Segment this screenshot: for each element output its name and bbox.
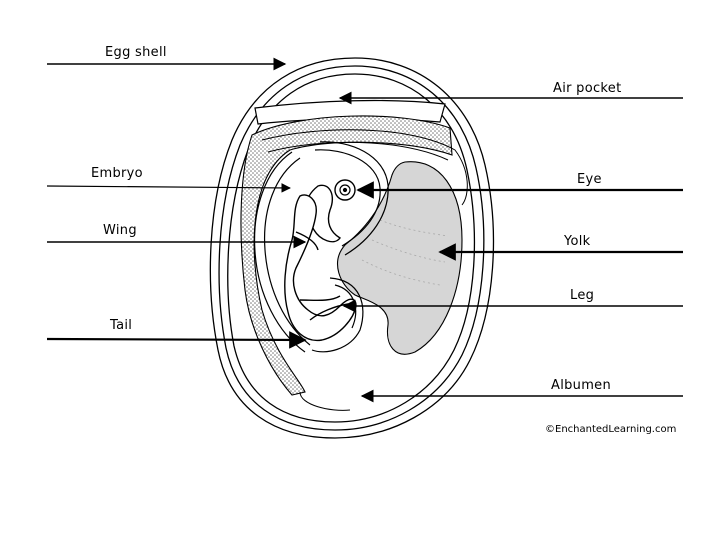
label-egg-shell: Egg shell xyxy=(105,45,167,60)
credit-text: ©EnchantedLearning.com xyxy=(545,424,677,435)
label-wing: Wing xyxy=(103,223,137,238)
albumen-lines xyxy=(261,129,468,411)
label-leg: Leg xyxy=(570,288,595,303)
label-embryo: Embryo xyxy=(91,166,143,181)
leader-embryo xyxy=(46,183,291,193)
embryo xyxy=(284,184,357,342)
label-air-pocket: Air pocket xyxy=(553,81,622,96)
leader-lines xyxy=(46,57,683,403)
label-tail: Tail xyxy=(110,318,133,333)
label-eye: Eye xyxy=(577,172,602,187)
yolk-texture xyxy=(361,219,449,286)
embryo-eye xyxy=(334,179,356,201)
label-albumen: Albumen xyxy=(551,378,611,393)
label-yolk: Yolk xyxy=(564,234,591,249)
membrane-band xyxy=(240,115,453,396)
leader-tail xyxy=(46,331,307,349)
